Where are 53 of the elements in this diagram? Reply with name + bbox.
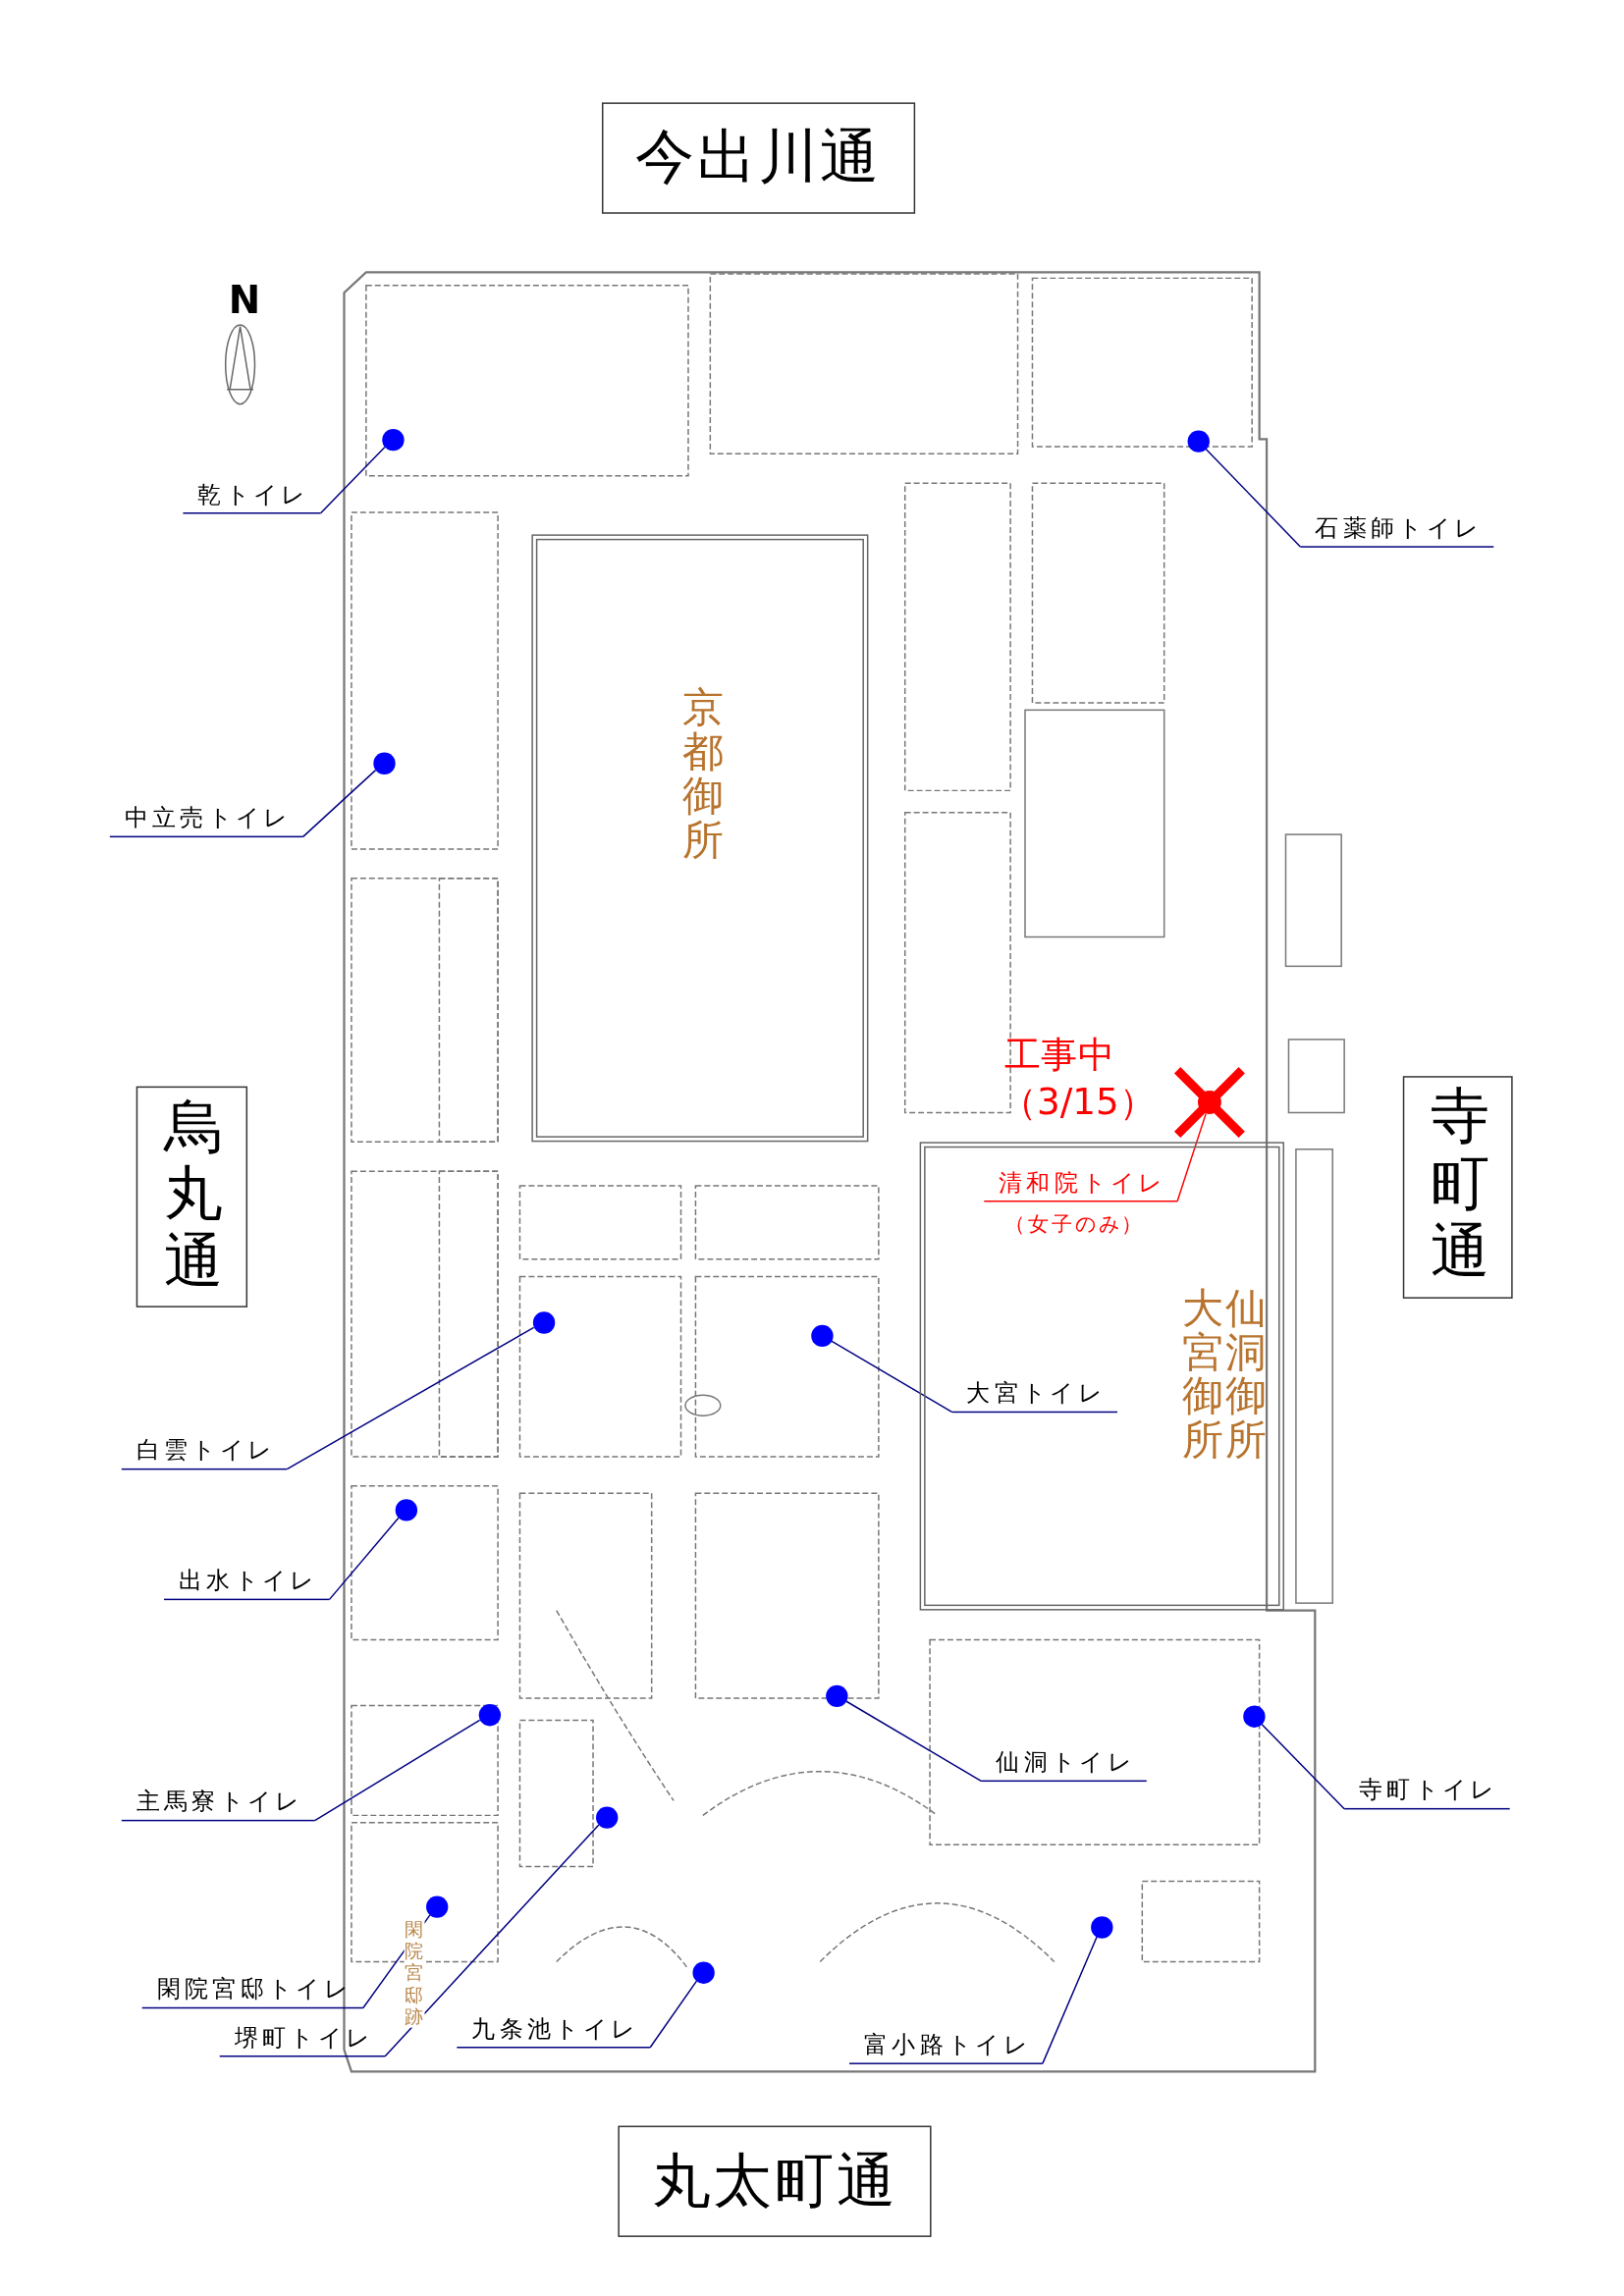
palace-wall-outline — [531, 534, 869, 1143]
closed-toilet-marker — [1171, 1064, 1248, 1141]
site-name: 閑院宮邸跡 — [404, 1917, 425, 2028]
area-name: 大宮御所 — [1181, 1286, 1224, 1463]
leader-line — [1176, 1112, 1207, 1202]
toilet-marker — [595, 1805, 618, 1829]
leader-line — [1260, 1723, 1345, 1810]
leader-line — [319, 446, 386, 514]
toilet-marker — [1090, 1915, 1112, 1938]
leader-line — [1205, 448, 1302, 548]
street-sign: 寺町通 — [1402, 1076, 1513, 1299]
toilet-label: 大宮トイレ — [951, 1375, 1117, 1414]
toilet-label: 中立売トイレ — [109, 800, 303, 838]
leader-line — [649, 1980, 698, 2049]
north-label: N — [228, 278, 261, 323]
toilet-label: 石薬師トイレ — [1300, 510, 1494, 548]
construction-note: 工事中 — [1004, 1033, 1114, 1078]
note-text: （女子のみ） — [1003, 1210, 1147, 1238]
toilet-marker — [1242, 1704, 1265, 1728]
street-sign: 丸太町通 — [618, 2125, 932, 2237]
toilet-label: 閑院宮邸トイレ — [141, 1971, 363, 2009]
toilet-marker — [691, 1960, 715, 1984]
leader-line — [384, 1824, 600, 2057]
toilet-label: 清和院トイレ — [984, 1165, 1178, 1202]
toilet-label: 主馬寮トイレ — [121, 1785, 315, 1822]
street-sign: 烏丸通 — [135, 1086, 248, 1308]
toilet-label: 白雲トイレ — [121, 1433, 288, 1470]
toilet-marker — [372, 751, 395, 774]
toilet-label: 乾トイレ — [183, 477, 321, 514]
leader-line — [844, 1700, 982, 1783]
leader-line — [830, 1340, 953, 1414]
leader-line — [328, 1517, 400, 1601]
leader-line — [313, 1719, 481, 1822]
toilet-label: 九条池トイレ — [457, 2011, 651, 2049]
toilet-marker — [1186, 429, 1210, 453]
area-name: 京都御所 — [682, 686, 725, 863]
street-sign: 今出川通 — [602, 102, 916, 214]
toilet-marker — [425, 1895, 448, 1918]
toilet-marker — [477, 1703, 501, 1726]
toilet-label: 出水トイレ — [164, 1563, 330, 1601]
leader-line — [1042, 1936, 1098, 2064]
date-note: （3/15） — [1000, 1080, 1156, 1125]
toilet-marker — [825, 1683, 847, 1707]
toilet-marker — [532, 1310, 555, 1333]
leader-line — [286, 1326, 535, 1470]
toilet-label: 堺町トイレ — [219, 2020, 386, 2057]
area-name: 仙洞御所 — [1225, 1286, 1269, 1463]
toilet-marker — [394, 1498, 417, 1521]
toilet-label: 寺町トイレ — [1344, 1773, 1510, 1810]
toilet-marker — [810, 1324, 833, 1347]
toilet-marker — [381, 428, 404, 451]
toilet-label: 富小路トイレ — [849, 2027, 1043, 2064]
toilet-label: 仙洞トイレ — [981, 1744, 1147, 1783]
